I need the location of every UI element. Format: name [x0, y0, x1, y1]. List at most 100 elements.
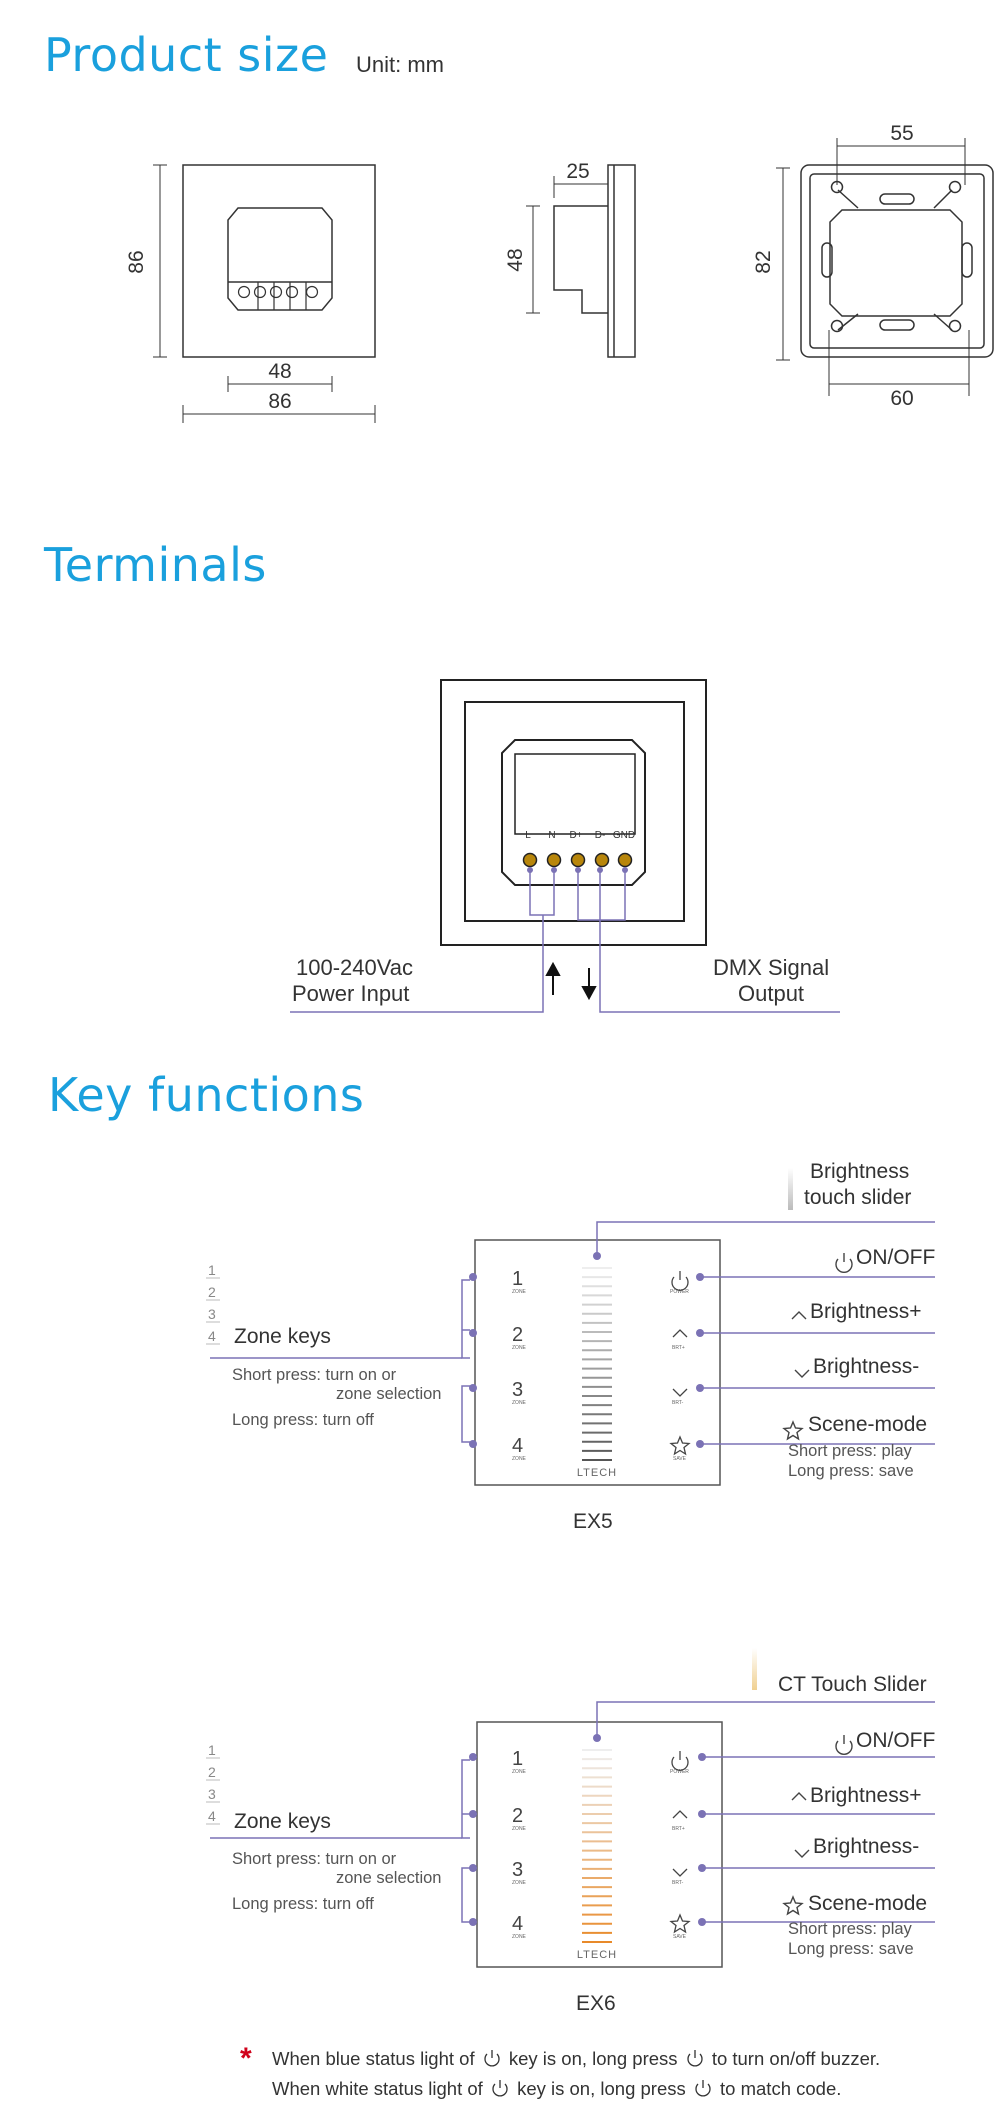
svg-text:2: 2 [208, 1764, 216, 1780]
dim-front-width: 86 [268, 390, 291, 413]
ex6-brand: LTECH [577, 1949, 617, 1961]
terminal-label-dplus: D+ [569, 830, 582, 841]
power-input-line2: Power Input [292, 981, 410, 1006]
ex5-on-off-label: ON/OFF [856, 1246, 936, 1269]
ex5-diagram: 1 2 3 4 1 2 [0, 1160, 1000, 1560]
ex5-scene-short: Short press: play [788, 1442, 912, 1460]
svg-text:BRT-: BRT- [672, 1880, 684, 1886]
note2-part-b: key is on, long press [517, 2078, 686, 2099]
front-view-plate [182, 164, 376, 358]
svg-text:ZONE: ZONE [512, 1289, 527, 1295]
ex5-brand: LTECH [577, 1467, 617, 1479]
terminals-diagram: L N D+ D- GND [290, 679, 840, 1013]
ex6-label-down-icon [794, 1849, 810, 1858]
terminal-label-gnd: GND [613, 830, 635, 841]
ex6-zone-keys-label: Zone keys [234, 1810, 331, 1833]
svg-text:3: 3 [208, 1306, 216, 1322]
ex5-zone-key-1: 1 [512, 1268, 523, 1290]
svg-text:ZONE: ZONE [512, 1456, 527, 1462]
ex5-label-scene-icon [782, 1420, 804, 1441]
power-icon [695, 2080, 711, 2097]
ex5-zone-key-3: 3 [512, 1379, 523, 1401]
ex6-label-up-icon [791, 1792, 807, 1801]
ex5-brightness-down-label: Brightness- [813, 1355, 920, 1378]
ex6-power-icon [671, 1756, 689, 1771]
dim-side-depth: 25 [566, 160, 589, 183]
ex5-slider-label-2: touch slider [804, 1186, 912, 1209]
ex6-scene-short: Short press: play [788, 1920, 912, 1938]
ex5-scene-icon [669, 1435, 691, 1456]
ex5-model-label: EX5 [573, 1510, 613, 1533]
svg-text:ZONE: ZONE [512, 1345, 527, 1351]
ex6-zone-key-3: 3 [512, 1859, 523, 1881]
ex6-scene-label: Scene-mode [808, 1892, 928, 1915]
ex6-model-label: EX6 [576, 1992, 616, 2015]
terminal-label-dminus: D- [595, 830, 606, 841]
ex5-zone-keys-label: Zone keys [234, 1325, 331, 1348]
ex5-zone-short: Short press: turn on or [232, 1366, 397, 1384]
terminal-label-n: N [548, 830, 555, 841]
svg-text:SAVE: SAVE [673, 1934, 687, 1940]
ex6-zone-key-1: 1 [512, 1748, 523, 1770]
power-icon [492, 2080, 508, 2097]
section-title-product-size: Product size [44, 28, 329, 82]
ex5-zone-key-4: 4 [512, 1435, 523, 1457]
terminal-module [501, 739, 646, 886]
front-view-module [227, 207, 333, 311]
note-line-2: When white status light of key is on, lo… [272, 2078, 841, 2100]
ex5-brightness-up-label: Brightness+ [810, 1300, 922, 1323]
ex6-brightness-down-icon [672, 1868, 688, 1877]
ex5-zone-short2: zone selection [336, 1385, 442, 1403]
svg-text:1: 1 [208, 1262, 216, 1278]
note2-part-c: to match code. [720, 2078, 842, 2099]
dim-front-inner-width: 48 [268, 360, 291, 383]
ex5-brightness-up-icon [672, 1329, 688, 1338]
ex5-label-down-icon [794, 1369, 810, 1378]
dim-back-bottom: 60 [890, 387, 913, 410]
svg-text:4: 4 [208, 1328, 216, 1344]
dmx-output-line1: DMX Signal [713, 955, 830, 980]
ex5-label-power-icon [835, 1258, 853, 1273]
ex5-scene-long: Long press: save [788, 1462, 914, 1480]
ex6-zone-short: Short press: turn on or [232, 1850, 397, 1868]
note-asterisk: * [240, 2042, 252, 2075]
ex6-brightness-up-icon [672, 1810, 688, 1819]
svg-text:4: 4 [208, 1808, 216, 1824]
svg-text:ZONE: ZONE [512, 1826, 527, 1832]
ex6-panel [476, 1721, 723, 1968]
ex6-scene-icon [669, 1913, 691, 1934]
dim-back-height: 82 [752, 250, 775, 273]
note1-part-b: key is on, long press [508, 2048, 678, 2069]
svg-text:3: 3 [208, 1786, 216, 1802]
svg-text:POWER: POWER [670, 1289, 689, 1295]
ex5-power-icon [671, 1276, 689, 1291]
ex5-zone-key-2: 2 [512, 1324, 523, 1346]
back-view-frame [829, 209, 963, 317]
note2-part-a: When white status light of [272, 2078, 483, 2099]
ex6-zone-long: Long press: turn off [232, 1895, 374, 1913]
power-icon [484, 2050, 500, 2067]
ex6-brightness-up-label: Brightness+ [810, 1784, 922, 1807]
svg-text:1: 1 [208, 1742, 216, 1758]
ex5-slider-label-1: Brightness [810, 1160, 910, 1183]
ex5-panel-svg: 1 2 3 4 1 2 [206, 1168, 935, 1486]
ex6-zone-short2: zone selection [336, 1869, 442, 1887]
svg-text:BRT+: BRT+ [672, 1826, 685, 1832]
svg-text:ZONE: ZONE [512, 1769, 527, 1775]
power-icon [687, 2050, 703, 2067]
dim-side-height: 48 [504, 248, 527, 271]
ex5-panel [474, 1239, 721, 1486]
svg-text:ZONE: ZONE [512, 1880, 527, 1886]
ex5-zone-long: Long press: turn off [232, 1411, 374, 1429]
ex5-brightness-down-icon [672, 1388, 688, 1397]
svg-text:2: 2 [208, 1284, 216, 1300]
svg-text:ZONE: ZONE [512, 1400, 527, 1406]
note1-part-a: When blue status light of [272, 2048, 475, 2069]
dmx-output-line2: Output [738, 981, 805, 1006]
svg-text:BRT+: BRT+ [672, 1345, 685, 1351]
dim-back-top: 55 [890, 122, 913, 145]
power-input-line1: 100-240Vac [296, 955, 414, 980]
ex6-brightness-down-label: Brightness- [813, 1835, 920, 1858]
note1-part-c: to turn on/off buzzer. [711, 2048, 881, 2069]
